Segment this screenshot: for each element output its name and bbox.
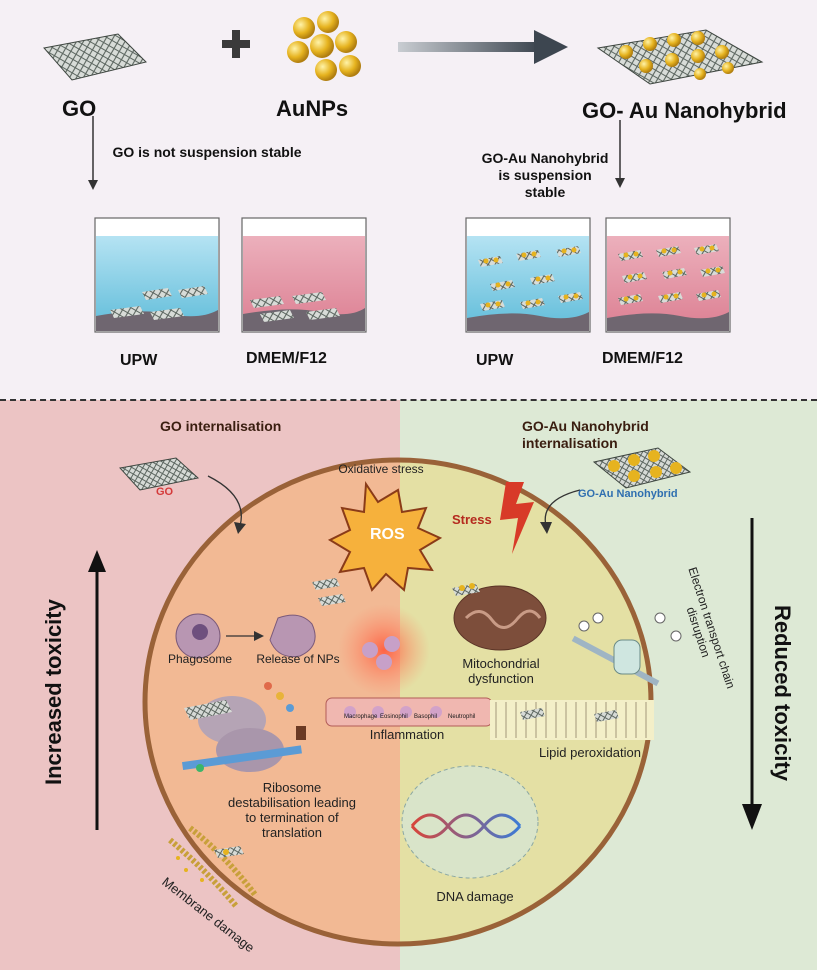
plus-icon bbox=[222, 30, 250, 58]
release-nps-label: Release of NPs bbox=[256, 652, 340, 666]
beaker-hybrid-upw-icon bbox=[465, 217, 591, 333]
etc-icon bbox=[571, 612, 682, 687]
ribosome-label: Ribosome destabilisation leading to term… bbox=[228, 780, 356, 840]
dna-damage-label: DNA damage bbox=[436, 889, 514, 904]
cell-illustration bbox=[88, 447, 762, 947]
dna-icon bbox=[401, 765, 539, 879]
increased-toxicity-arrow-icon bbox=[88, 550, 106, 830]
hybrid-label: GO- Au Nanohybrid bbox=[582, 98, 787, 123]
beaker-go-upw-icon bbox=[94, 217, 220, 333]
cell-label: Neutrophil bbox=[448, 714, 476, 720]
increased-toxicity-label: Increased toxicity bbox=[41, 599, 66, 785]
beaker-label: DMEM/F12 bbox=[602, 350, 683, 367]
stress-bolt-icon bbox=[500, 482, 534, 554]
release-nps-icon bbox=[269, 578, 346, 658]
beaker-hybrid-dmem-icon bbox=[605, 217, 731, 333]
lipid-peroxidation-label: Lipid peroxidation bbox=[539, 745, 641, 760]
go-internalisation-heading: GO internalisation bbox=[160, 418, 282, 434]
hybrid-stable-note: GO-Au Nanohybrid is suspension stable bbox=[481, 150, 609, 200]
ros-label: ROS bbox=[370, 526, 405, 543]
reduced-toxicity-label: Reduced toxicity bbox=[770, 604, 795, 782]
synthesis-arrow-icon bbox=[398, 30, 568, 64]
hybrid-internalisation-heading: GO-Au Nanohybrid internalisation bbox=[522, 418, 649, 451]
ribosome-icon bbox=[182, 682, 306, 772]
oxidative-stress-label: Oxidative stress bbox=[338, 462, 424, 476]
top-illustrations bbox=[43, 11, 764, 333]
membrane-damage-icon bbox=[168, 825, 259, 908]
beaker-go-dmem-icon bbox=[241, 217, 367, 333]
go-label: GO bbox=[62, 96, 97, 121]
inflammation-label: Inflammation bbox=[369, 727, 445, 742]
beaker-label: DMEM/F12 bbox=[246, 350, 327, 367]
go-unstable-note: GO is not suspension stable bbox=[112, 144, 302, 160]
go-au-hybrid-icon bbox=[592, 447, 692, 489]
cell-label: Basophil bbox=[414, 714, 438, 720]
uptake-arrow-icon bbox=[207, 475, 242, 527]
beaker-label: UPW bbox=[476, 352, 514, 369]
down-arrow-icon bbox=[615, 120, 625, 188]
cell-label: Eosinophil bbox=[380, 714, 408, 720]
inflammation-cell-labels: Macrophage Eosinophil Basophil Neutrophi… bbox=[338, 714, 488, 726]
ros-burst-icon bbox=[327, 481, 443, 592]
inflammation-icon bbox=[325, 604, 493, 727]
go-sheet-icon bbox=[43, 33, 147, 81]
phagosome-icon bbox=[175, 613, 221, 659]
go-small-label: GO bbox=[156, 486, 174, 498]
phagosome-label: Phagosome bbox=[168, 652, 233, 666]
reduced-toxicity-arrow-icon bbox=[742, 518, 762, 830]
uptake-arrow-icon bbox=[544, 489, 581, 527]
go-au-hybrid-icon bbox=[596, 29, 764, 85]
mito-dysfunction-label: Mitochondrial dysfunction bbox=[462, 656, 540, 686]
cell-label: Macrophage bbox=[344, 714, 378, 720]
lipid-bilayer-icon bbox=[490, 700, 654, 740]
section-divider bbox=[0, 399, 817, 401]
stress-label: Stress bbox=[452, 512, 492, 527]
down-arrow-icon bbox=[88, 116, 98, 190]
hybrid-small-label: GO-Au Nanohybrid bbox=[578, 488, 678, 500]
aunps-label: AuNPs bbox=[276, 96, 349, 121]
beaker-label: UPW bbox=[120, 352, 158, 369]
aunps-icon bbox=[287, 11, 361, 81]
mitochondrion-icon bbox=[452, 583, 547, 651]
go-sheet-icon bbox=[119, 457, 200, 491]
